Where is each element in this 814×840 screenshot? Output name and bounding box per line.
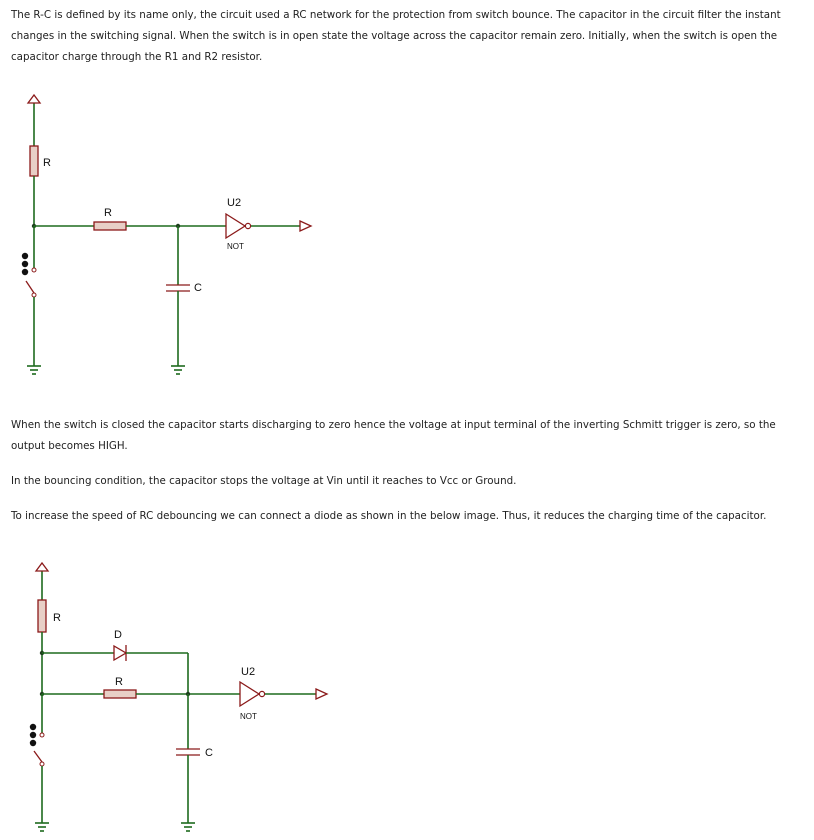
rc-debounce-circuit: R R C U2 NOT [21, 93, 313, 375]
ground-icon [27, 365, 41, 375]
rc-diode-debounce-circuit: R D R C U2 NOT [29, 561, 329, 832]
capacitor [166, 284, 190, 292]
output-arrow-icon [299, 219, 313, 233]
ground-icon [181, 822, 195, 832]
resistor-series-label: R [115, 676, 123, 688]
resistor-top [37, 599, 47, 633]
diode-icon [113, 644, 128, 662]
switch-contact [33, 750, 43, 763]
discharge-paragraph: When the switch is closed the capacitor … [11, 419, 776, 452]
gate-ref-label: U2 [227, 197, 241, 209]
not-gate-icon [225, 212, 252, 240]
ground-icon [35, 822, 49, 832]
bounce-paragraph: In the bouncing condition, the capacitor… [11, 475, 517, 487]
vcc-arrow-icon [34, 561, 50, 600]
resistor-series [93, 221, 127, 231]
resistor-top [29, 145, 39, 177]
capacitor-label: C [194, 282, 202, 294]
diode-paragraph: To increase the speed of RC debouncing w… [11, 510, 767, 522]
ground-icon [171, 365, 185, 375]
resistor-top-label: R [53, 612, 61, 624]
resistor-series-label: R [104, 207, 112, 219]
gate-type-label: NOT [240, 712, 257, 721]
gate-ref-label: U2 [241, 666, 255, 678]
gate-type-label: NOT [227, 242, 244, 251]
not-gate-icon [239, 680, 266, 708]
intro-paragraph: The R-C is defined by its name only, the… [11, 9, 781, 63]
diode-label: D [114, 629, 122, 641]
capacitor [176, 748, 200, 756]
resistor-top-label: R [43, 157, 51, 169]
resistor-series [103, 689, 137, 699]
capacitor-label: C [205, 747, 213, 759]
vcc-arrow-icon [26, 93, 42, 146]
output-arrow-icon [315, 687, 329, 701]
switch-contact [25, 280, 35, 294]
